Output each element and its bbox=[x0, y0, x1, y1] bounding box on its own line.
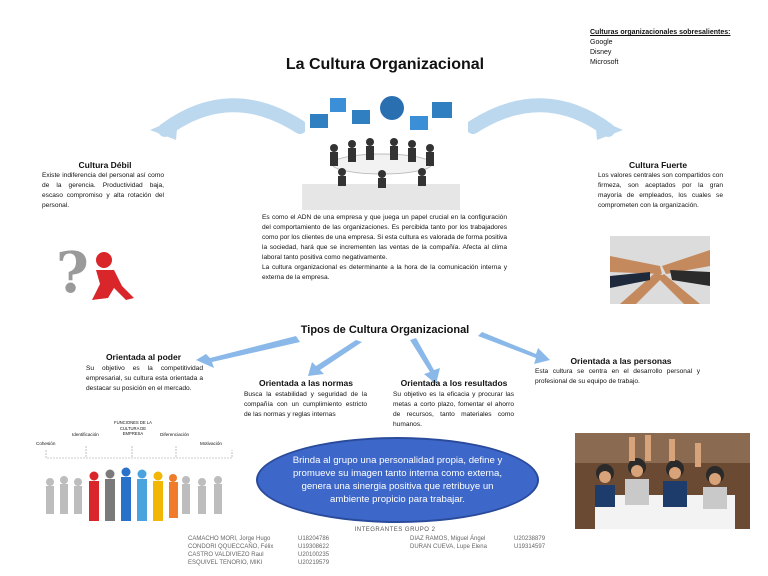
member-name: ESQUIVEL TENORIO, MIKI bbox=[188, 560, 263, 566]
power-heading: Orientada al poder bbox=[105, 352, 182, 362]
outstanding-heading: Culturas organizacionales sobresalientes… bbox=[590, 29, 731, 36]
diagram-label-cohesion: Cohesión bbox=[36, 441, 56, 446]
people-heading: Orientada a las personas bbox=[570, 356, 672, 366]
chart-tile-icon bbox=[310, 114, 328, 128]
members-heading: INTEGRANTES GRUPO 2 bbox=[354, 527, 436, 533]
summary-ellipse: Brinda al grupo una personalidad propia,… bbox=[256, 437, 539, 523]
outstanding-item: Google bbox=[590, 39, 613, 46]
member-code: U18204786 bbox=[298, 536, 330, 542]
types-heading: Tipos de Cultura Organizacional bbox=[300, 324, 470, 336]
results-text: Su objetivo es la eficacia y procurar la… bbox=[393, 391, 514, 428]
power-text: Su objetivo es la competitividad empresa… bbox=[86, 365, 203, 392]
diagram-label-functions: FUNCIONES DE LA CULTURA DE EMPRESA bbox=[114, 420, 152, 436]
member-row: DURAN CUEVA, Lupe Elena U19314597 bbox=[410, 543, 570, 551]
diagram-label-identification: Identificación bbox=[72, 432, 99, 437]
functions-diagram: Cohesión Identificación FUNCIONES DE LA … bbox=[36, 420, 241, 525]
member-name: CAMACHO MORI, Jorge Hugo bbox=[188, 536, 271, 542]
arrow-mid-right-icon bbox=[410, 338, 440, 384]
member-row: CONDORI QQUECCAÑO, Félix U19308622 bbox=[188, 543, 358, 551]
outstanding-item: Microsoft bbox=[590, 59, 619, 66]
members-left-list: CAMACHO MORI, Jorge Hugo U18204786 CONDO… bbox=[188, 535, 358, 571]
rules-text: Busca la estabilidad y seguridad de la c… bbox=[244, 391, 367, 418]
outstanding-item: Disney bbox=[590, 49, 612, 56]
gear-tile-icon bbox=[380, 96, 404, 120]
page-title: La Cultura Organizacional bbox=[285, 56, 485, 73]
member-name: DIAZ RAMOS, Miguel Ángel bbox=[410, 536, 486, 542]
question-person-icon: ? bbox=[56, 240, 134, 304]
definition-paragraph: Es como el ADN de una empresa y que jueg… bbox=[262, 214, 507, 261]
strong-culture-heading: Cultura Fuerte bbox=[628, 160, 688, 170]
curved-arrow-left-icon bbox=[150, 98, 305, 140]
strong-culture-text: Los valores centrales son compartidos co… bbox=[598, 172, 723, 209]
people-text: Esta cultura se centra en el desarrollo … bbox=[535, 368, 700, 385]
people-silhouettes-icon bbox=[45, 446, 233, 521]
member-row: ESQUIVEL TENORIO, MIKI U20219579 bbox=[188, 559, 358, 567]
weak-culture-heading: Cultura Débil bbox=[78, 160, 132, 170]
member-row: DIAZ RAMOS, Miguel Ángel U20238879 bbox=[410, 535, 570, 543]
arrow-mid-left-icon bbox=[308, 340, 362, 376]
curved-arrow-right-icon bbox=[468, 98, 623, 140]
team-celebration-image bbox=[575, 433, 750, 529]
hands-together-image bbox=[610, 236, 710, 304]
member-name: DURAN CUEVA, Lupe Elena bbox=[410, 544, 487, 550]
svg-text:?: ? bbox=[56, 240, 89, 304]
member-code: U20100235 bbox=[298, 552, 330, 558]
definition-text: Es como el ADN de una empresa y que jueg… bbox=[262, 213, 507, 283]
outstanding-cultures: Culturas organizacionales sobresalientes… bbox=[590, 28, 730, 68]
member-code: U20219579 bbox=[298, 560, 330, 566]
member-row: CASTRO VALDIVIEZO Raul U20100235 bbox=[188, 551, 358, 559]
types-arrows bbox=[196, 332, 550, 384]
arrow-left-icon bbox=[196, 336, 300, 368]
weak-culture-text: Existe indiferencia del personal así com… bbox=[42, 172, 164, 209]
calendar-tile-icon bbox=[410, 116, 428, 130]
diagram-label-motivation: Motivación bbox=[200, 441, 222, 446]
results-heading: Orientada a los resultados bbox=[400, 378, 508, 388]
member-name: CASTRO VALDIVIEZO Raul bbox=[188, 552, 264, 558]
member-code: U20238879 bbox=[514, 536, 546, 542]
members-right-list: DIAZ RAMOS, Miguel Ángel U20238879 DURAN… bbox=[410, 535, 570, 553]
arrow-right-icon bbox=[478, 332, 550, 364]
chat-tile-icon bbox=[330, 98, 346, 112]
presentation-tile-icon bbox=[432, 102, 452, 118]
member-code: U19308622 bbox=[298, 544, 330, 550]
monitor-tile-icon bbox=[352, 110, 370, 124]
member-row: CAMACHO MORI, Jorge Hugo U18204786 bbox=[188, 535, 358, 543]
member-name: CONDORI QQUECCAÑO, Félix bbox=[188, 544, 274, 550]
member-code: U19314597 bbox=[514, 544, 546, 550]
summary-text: Brinda al grupo una personalidad propia,… bbox=[292, 455, 503, 505]
definition-paragraph: La cultura organizacional es determinant… bbox=[262, 264, 507, 281]
rules-heading: Orientada a las normas bbox=[258, 378, 353, 388]
diagram-label-differentiation: Diferenciación bbox=[160, 432, 190, 437]
meeting-illustration bbox=[302, 96, 460, 210]
